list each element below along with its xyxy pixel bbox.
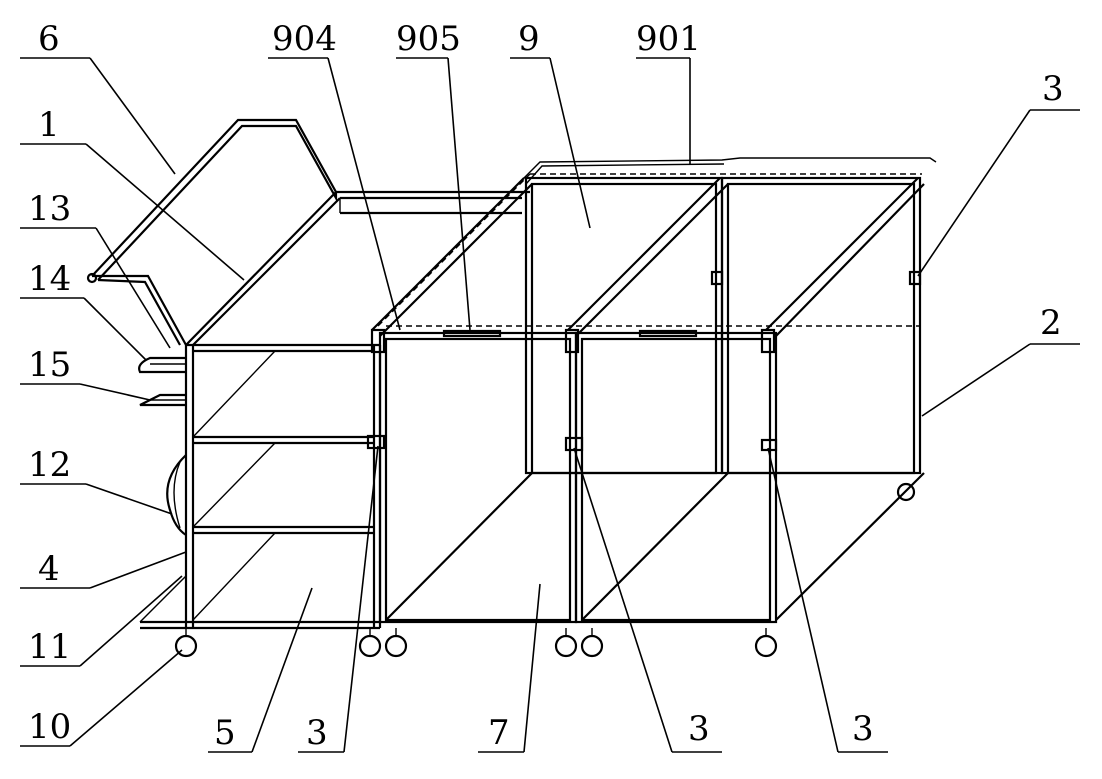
label-7: 7: [488, 713, 510, 753]
label-12: 12: [28, 445, 71, 485]
label-15: 15: [28, 345, 71, 385]
callout-3-bottom-right: 3: [767, 447, 888, 753]
label-6: 6: [38, 19, 60, 59]
label-905: 905: [396, 19, 461, 59]
label-3-top: 3: [1042, 69, 1064, 109]
label-4: 4: [38, 549, 60, 589]
callout-11: 11: [20, 575, 183, 667]
callout-3-top: 3: [917, 69, 1080, 277]
callout-9: 9: [510, 19, 591, 229]
compartment-boxes: [366, 157, 937, 624]
left-shelf-unit: [138, 343, 382, 630]
label-5: 5: [214, 713, 236, 753]
callout-3-bottom-mid: 3: [573, 447, 722, 753]
label-3-bottom-mid: 3: [688, 709, 710, 749]
callout-15: 15: [20, 345, 151, 401]
callout-905: 905: [396, 19, 471, 331]
handle-frame: [86, 118, 338, 346]
label-9: 9: [518, 19, 540, 59]
label-14: 14: [28, 259, 71, 299]
label-13: 13: [28, 189, 71, 229]
callout-3-bottom-left: 3: [298, 445, 379, 753]
callout-1: 1: [20, 105, 245, 281]
wheels: [174, 628, 778, 658]
callout-904: 904: [268, 19, 401, 331]
label-904: 904: [272, 19, 337, 59]
callout-4: 4: [20, 549, 187, 589]
callout-7: 7: [478, 583, 541, 753]
callout-10: 10: [20, 649, 183, 747]
callout-901: 901: [636, 19, 701, 164]
callout-5: 5: [208, 587, 313, 753]
label-10: 10: [28, 707, 71, 747]
callout-14: 14: [20, 259, 147, 361]
label-3-bottom-left: 3: [306, 713, 328, 753]
lid-panel: [185, 190, 530, 346]
callout-13: 13: [20, 189, 171, 349]
label-3-bottom-right: 3: [852, 709, 874, 749]
callout-2: 2: [921, 303, 1080, 417]
label-901: 901: [636, 19, 701, 59]
callout-12: 12: [20, 445, 173, 515]
callout-6: 6: [20, 19, 176, 175]
label-1: 1: [38, 105, 60, 145]
label-2: 2: [1040, 303, 1062, 343]
label-11: 11: [28, 627, 71, 667]
